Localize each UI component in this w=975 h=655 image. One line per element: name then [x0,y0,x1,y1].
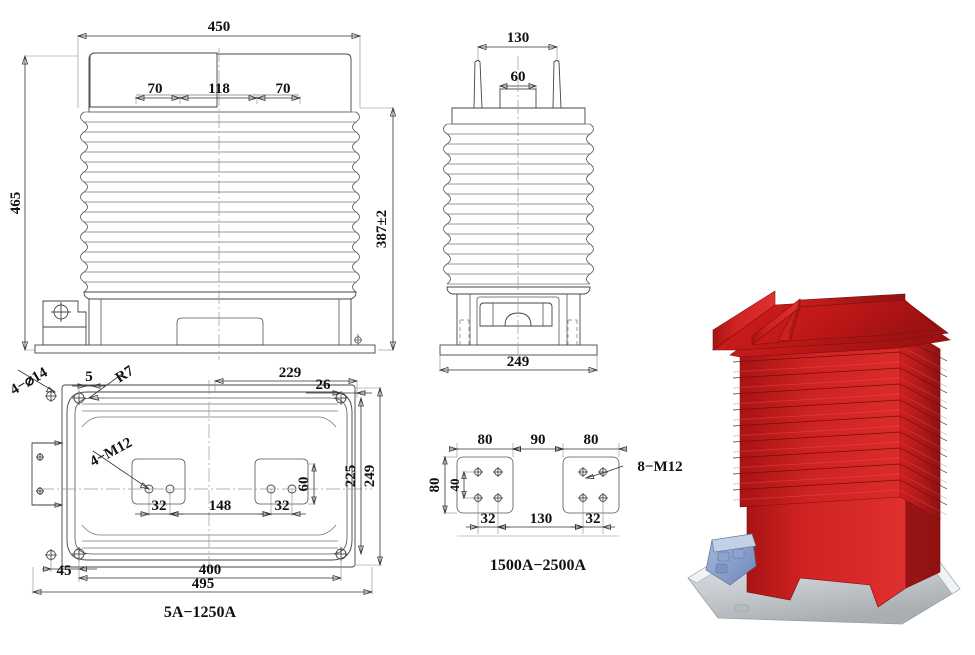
terminal-pad-right [562,456,620,514]
dim-label-387: 387±2 [374,210,390,248]
callout-label-4-dia-14: 4−⌀14 [8,364,51,398]
dim-label-70-left: 70 [148,81,163,97]
dim-detail-130: 130 [496,511,585,530]
dim-hole-pitch-40: 40 [447,470,467,500]
dim-229: 229 [213,365,359,398]
dim-225: 225 [343,396,364,556]
dim-label-40: 40 [447,479,462,492]
dim-label-148: 148 [209,498,232,514]
dim-label-495: 495 [192,576,215,592]
dim-label-32-detail-right: 32 [586,511,601,527]
dim-249-plan: 249 [355,386,383,567]
dim-label-465: 465 [8,192,24,215]
base-plan-view: 4−⌀14 5 R7 4−M12 229 [8,363,383,621]
callout-label-r7: R7 [113,363,138,387]
photo-secondary-terminal-box [705,533,757,586]
dim-base-depth-249: 249 [438,354,599,374]
dim-pad-80-left: 80 [449,432,521,452]
dim-label-249-side: 249 [507,354,530,370]
side-terminal-blades [473,60,562,109]
dim-insulator-height-387: 387±2 [360,106,397,352]
terminal-stud [36,487,44,495]
callout-label-8-m12: 8−M12 [637,459,682,475]
dim-pad-height-80: 80 [427,455,448,515]
side-insulator-fins [443,123,594,285]
dim-26: 26 [306,377,372,398]
plan-left-terminal-block [31,440,64,508]
dim-label-229: 229 [279,365,302,381]
dim-detail-32-right: 32 [571,511,615,530]
dim-60-plan: 60 [296,462,317,506]
dim-label-60-plan: 60 [296,477,312,492]
dim-label-130: 130 [507,30,530,46]
dim-label-130-detail: 130 [530,511,553,527]
front-insulator-fins [80,111,360,293]
dim-label-45: 45 [57,563,72,579]
terminal-pad-left [456,456,514,514]
side-lower-body [439,286,598,356]
dim-label-60-side: 60 [511,69,526,85]
dim-label-80-vertical: 80 [427,478,443,493]
dim-label-400: 400 [199,562,222,578]
photo-fin-stack [732,324,948,521]
terminal-pad-detail-view: 80 90 80 80 40 [427,432,683,574]
front-lower-body [34,291,376,354]
dim-label-26: 26 [316,377,332,393]
front-top-cap [88,52,352,113]
dim-label-225: 225 [343,465,359,488]
dim-label-32-left: 32 [152,498,167,514]
terminal-stud [36,453,44,461]
ground-symbol-icon [354,334,362,346]
dim-terminal-spread-130: 130 [476,30,559,62]
side-elevation-view: 130 60 [438,30,599,374]
dim-detail-32-left: 32 [466,511,510,530]
product-photograph [687,290,961,625]
dim-pad-80-right: 80 [555,432,627,452]
terminal-detail-caption: 1500A−2500A [490,557,587,574]
plan-stud-pads [131,458,309,516]
dim-32-right: 32 [258,498,306,517]
photo-top-cap [712,290,951,358]
dim-overall-width-450: 450 [76,19,362,108]
dim-label-32-detail-left: 32 [481,511,496,527]
callout-8-m12: 8−M12 [584,459,683,480]
dim-label-5: 5 [85,369,93,385]
dim-slot-width-5: 5 [72,369,106,396]
plan-view-caption: 5A−1250A [164,604,237,621]
dim-top-pad-chain: 70 118 70 [134,81,302,104]
side-top-cap [451,107,586,125]
dim-label-70-right: 70 [276,81,291,97]
dim-label-80-right: 80 [584,432,599,448]
dim-label-118: 118 [208,81,230,97]
dim-495: 495 [31,567,374,596]
dim-label-90: 90 [531,432,546,448]
dim-label-80-left: 80 [478,432,493,448]
dim-label-32-right: 32 [275,498,290,514]
front-elevation-view: 450 465 387±2 [8,19,397,360]
dim-label-249-plan: 249 [362,465,378,488]
dim-400: 400 [77,559,343,582]
dim-label-450: 450 [208,19,231,35]
